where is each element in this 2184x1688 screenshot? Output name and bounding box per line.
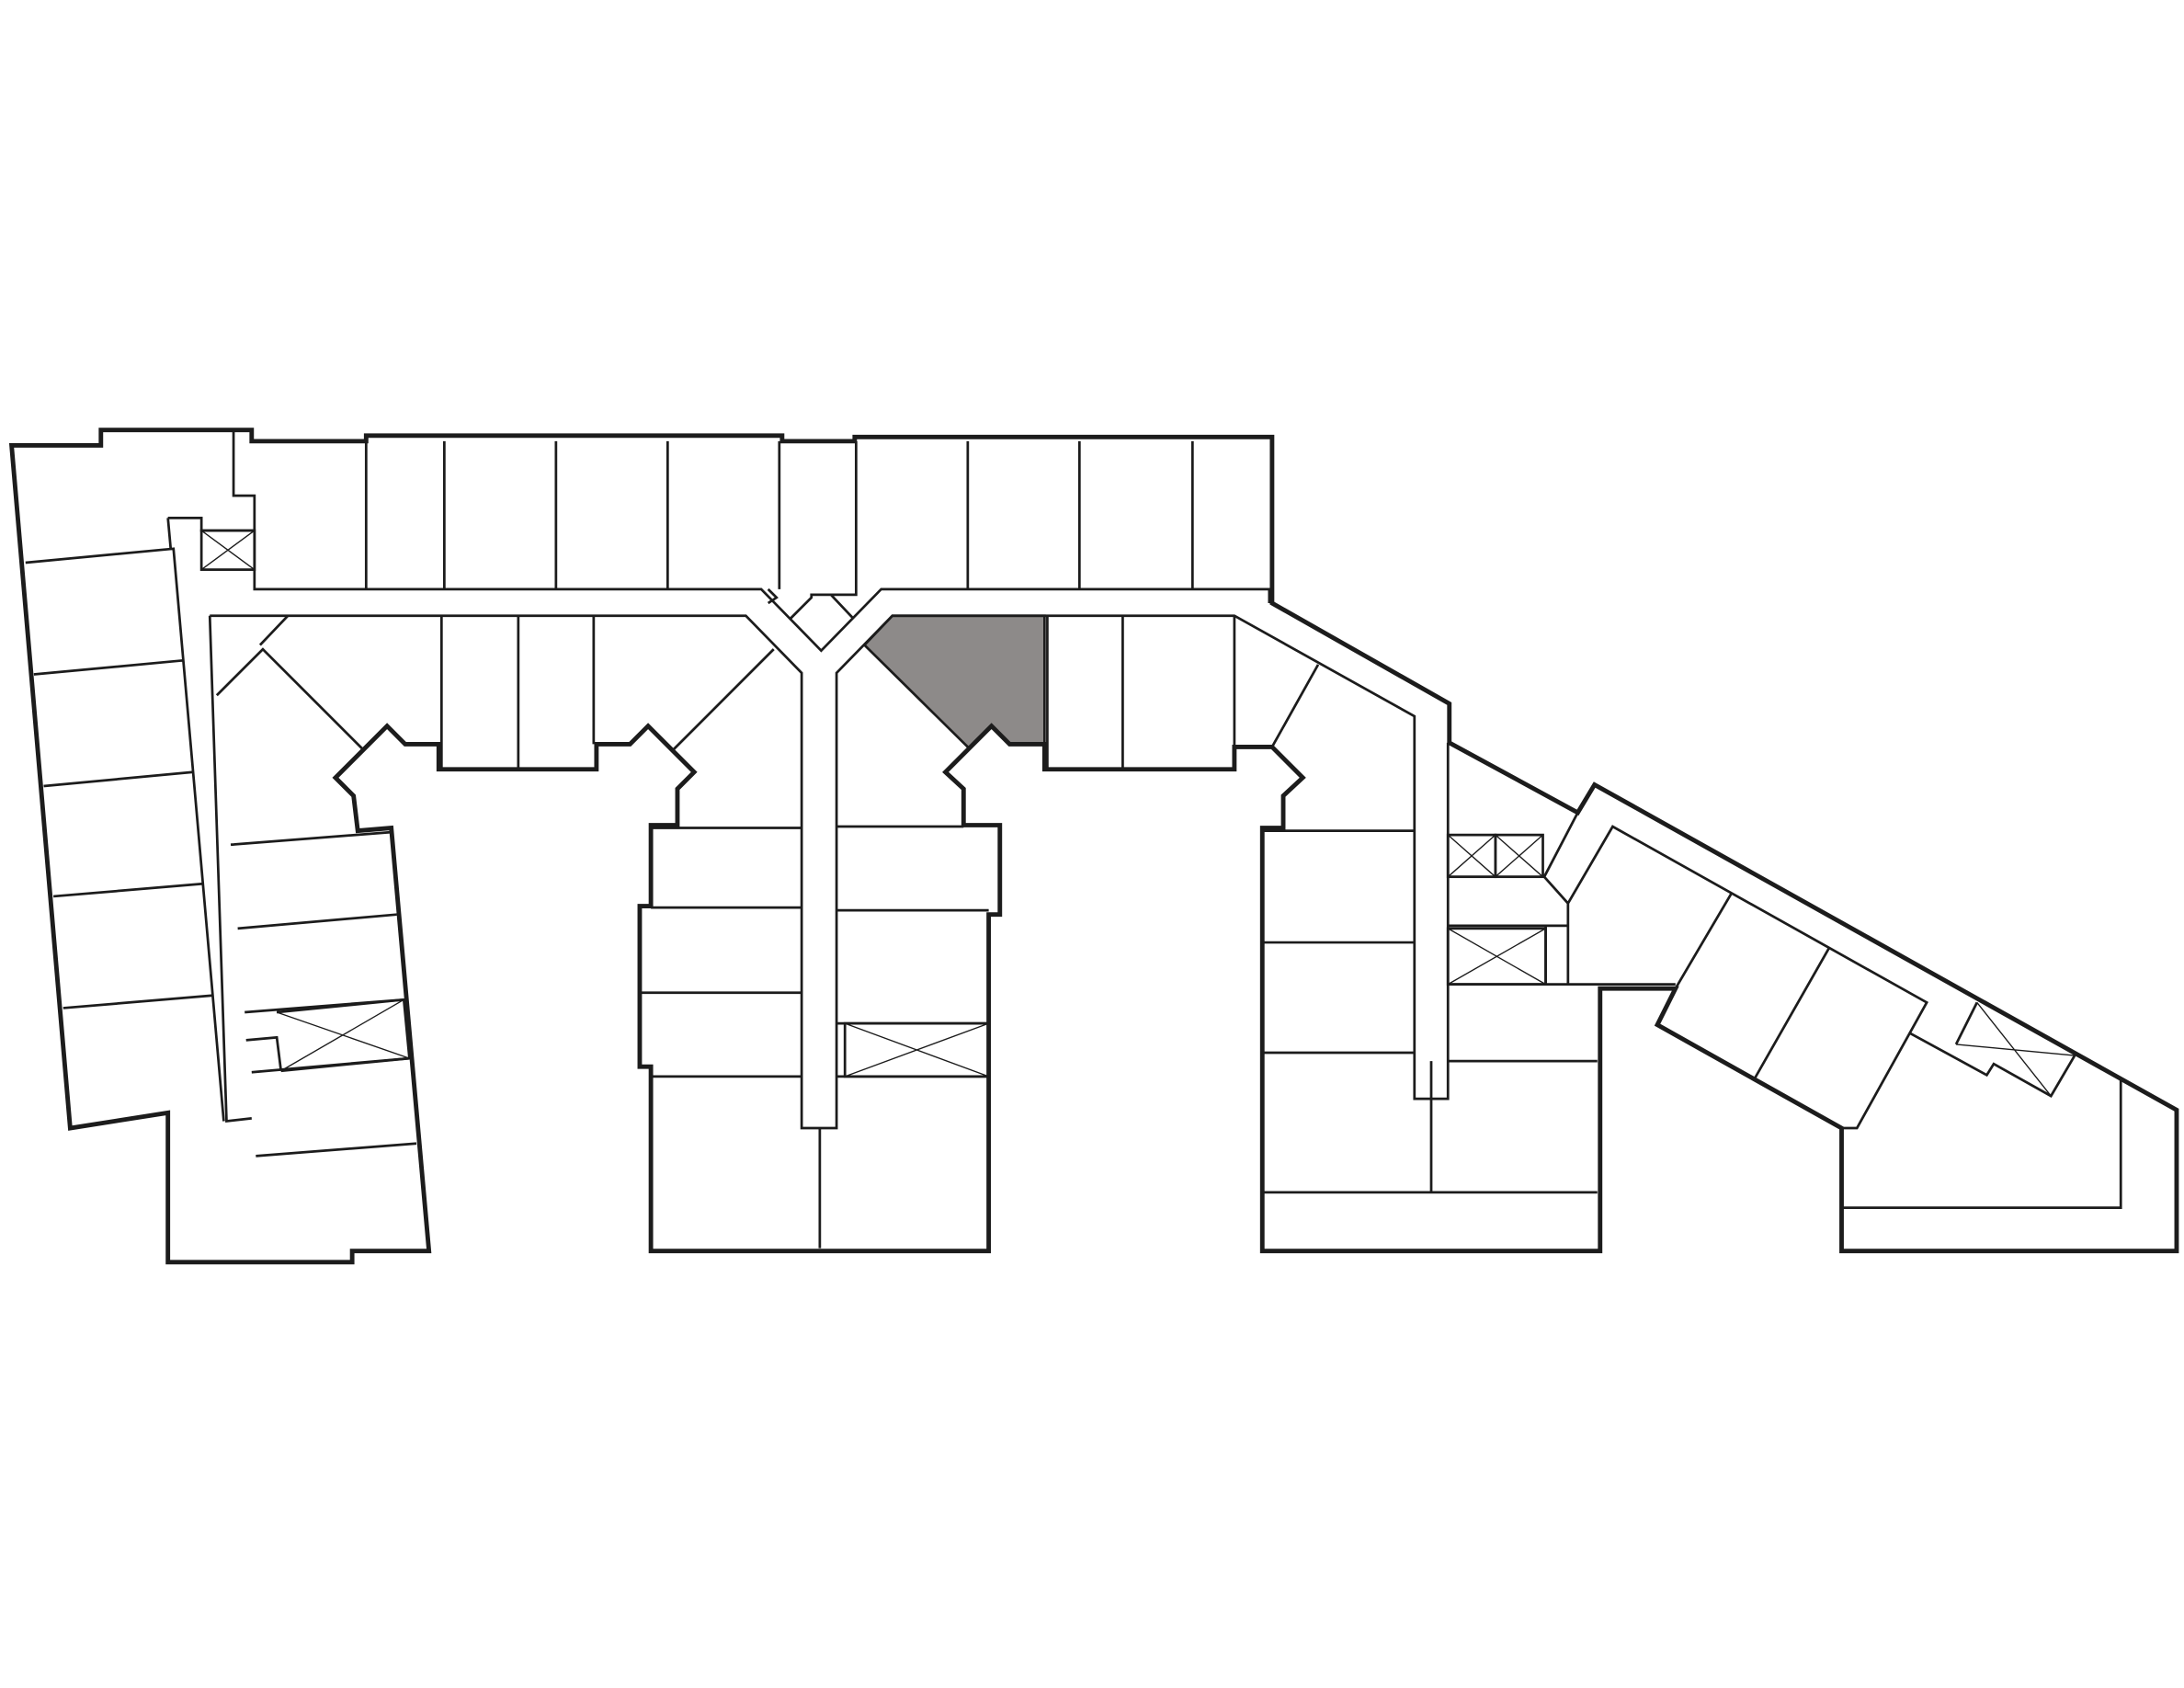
corridor-walls <box>166 429 1928 1249</box>
building-outline <box>8 428 2179 1265</box>
shaft-markers <box>199 529 2076 1097</box>
room-walls <box>25 440 2122 1209</box>
highlighted-unit[interactable] <box>862 614 1046 750</box>
